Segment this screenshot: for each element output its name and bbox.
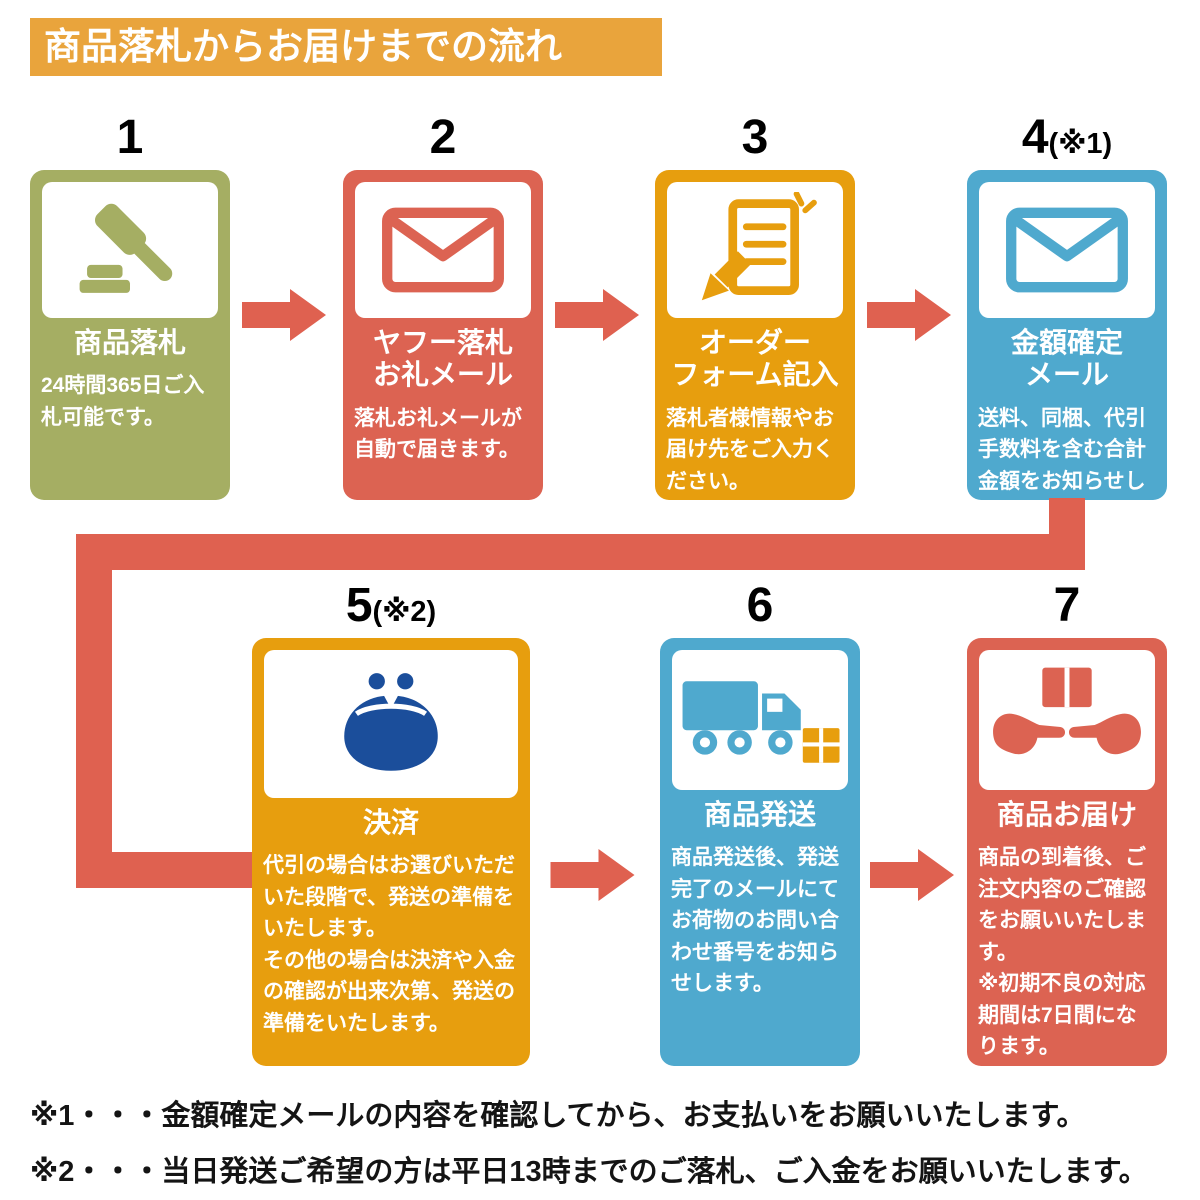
arrow-right-icon [867, 289, 951, 341]
step-number-suffix: (※2) [372, 596, 437, 628]
step-card-price-mail: 金額確定 メール 送料、同梱、代引手数料を含む合計金額をお知らせします。 [967, 170, 1167, 524]
title-line: オーダー [698, 327, 811, 358]
step-title: 商品発送 [704, 799, 816, 831]
step-desc: 代引の場合はお選びいただいた段階で、発送の準備をいたします。 その他の場合は決済… [263, 854, 515, 1035]
arrow-right-icon [870, 849, 954, 901]
step-number-text: 7 [1053, 579, 1081, 632]
step-7-number: 7 [967, 578, 1167, 634]
icon-box [355, 182, 531, 318]
title-line: フォーム記入 [671, 359, 839, 391]
arrow-right-icon [550, 849, 635, 901]
step-6-number: 6 [660, 578, 860, 634]
step-title: 決済 [363, 807, 419, 839]
title-line: 決済 [362, 807, 419, 838]
title-line: 金額確定 [1010, 327, 1123, 358]
mail-icon [1006, 207, 1128, 293]
step-number-text: 4 [1021, 111, 1049, 164]
step-card-thankyou-mail: ヤフー落札 お礼メール 落札お礼メールが自動で届きます。 [343, 170, 543, 500]
step-desc: 24時間365日ご入札可能です。 [41, 374, 205, 429]
step-number-suffix: (※1) [1048, 128, 1113, 160]
title-line: メール [1024, 359, 1109, 391]
icon-box [42, 182, 218, 318]
page-title: 商品落札からお届けまでの流れ [44, 26, 562, 67]
step-title: 商品お届け [997, 799, 1137, 831]
truck-icon [682, 681, 840, 763]
footnote-2: ※2・・・当日発送ご希望の方は平日13時までのご落札、ご入金をお願いいたします。 [30, 1156, 1148, 1188]
step-desc: 送料、同梱、代引手数料を含む合計金額をお知らせします。 [978, 406, 1146, 525]
step-title: オーダー フォーム記入 [671, 327, 838, 392]
title-line: 商品発送 [703, 799, 816, 830]
step-number-text: 6 [746, 579, 774, 632]
icon-box [979, 182, 1155, 318]
connector-segment-into-step5 [76, 852, 256, 888]
step-title: 金額確定 メール [1011, 327, 1123, 392]
gavel-icon [79, 203, 173, 293]
step-2-number: 2 [343, 110, 543, 166]
step-1-number: 1 [30, 110, 230, 166]
connector-segment-across [76, 534, 1085, 570]
title-line: ヤフー落札 [372, 327, 513, 358]
header-banner: 商品落札からお届けまでの流れ [30, 18, 662, 76]
step-number-text: 3 [741, 111, 769, 164]
icon-box [672, 650, 848, 790]
step-card-delivery: 商品お届け 商品の到着後、ご注文内容のご確認をお願いいたします。 ※初期不良の対… [967, 638, 1167, 1066]
delivery-hands-icon [993, 667, 1141, 755]
title-line: 商品落札 [73, 327, 186, 358]
order-form-icon [701, 192, 817, 301]
step-desc: 落札者様情報やお届け先をご入力ください。 [666, 406, 834, 493]
step-card-order-form: オーダー フォーム記入 落札者様情報やお届け先をご入力ください。 [655, 170, 855, 500]
step-number-text: 5 [345, 579, 373, 632]
title-line: お礼メール [372, 359, 513, 391]
title-line: 商品お届け [996, 799, 1137, 830]
step-desc: 落札お礼メールが自動で届きます。 [354, 406, 522, 462]
step-card-payment: 決済 代引の場合はお選びいただいた段階で、発送の準備をいたします。 その他の場合… [252, 638, 530, 1066]
step-number-text: 2 [429, 111, 457, 164]
footnote-1: ※1・・・金額確定メールの内容を確認してから、お支払いをお願いいたします。 [30, 1100, 1086, 1132]
icon-box [264, 650, 518, 798]
step-number-text: 1 [116, 111, 144, 164]
step-4-number: 4(※1) [967, 110, 1167, 166]
step-card-shipping: 商品発送 商品発送後、発送完了のメールにてお荷物のお問い合わせ番号をお知らせしま… [660, 638, 860, 1066]
step-5-number: 5(※2) [252, 578, 530, 634]
step-title: ヤフー落札 お礼メール [373, 327, 513, 392]
step-card-auction-win: 商品落札 24時間365日ご入札可能です。 [30, 170, 230, 500]
step-3-number: 3 [655, 110, 855, 166]
step-desc: 商品の到着後、ご注文内容のご確認をお願いいたします。 ※初期不良の対応期間は7日… [978, 846, 1146, 1059]
coin-purse-icon [344, 673, 438, 771]
icon-box [979, 650, 1155, 790]
step-title: 商品落札 [74, 327, 186, 359]
arrow-right-icon [555, 289, 639, 341]
arrow-right-icon [242, 289, 326, 341]
mail-icon [382, 207, 504, 293]
icon-box [667, 182, 843, 318]
connector-segment-left-down [76, 534, 112, 888]
step-desc: 商品発送後、発送完了のメールにてお荷物のお問い合わせ番号をお知らせします。 [671, 846, 839, 996]
